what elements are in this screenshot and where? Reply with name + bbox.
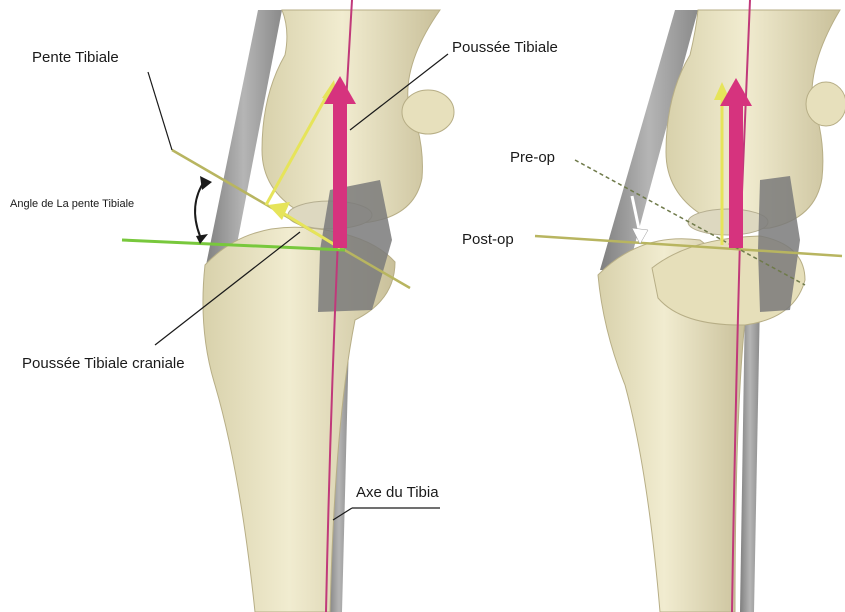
label-angle-pente: Angle de La pente Tibiale <box>10 198 134 210</box>
left-panel: Pente Tibiale Poussée Tibiale Angle de L… <box>10 0 558 612</box>
label-pre-op: Pre-op <box>510 149 555 166</box>
label-poussee-craniale: Poussée Tibiale craniale <box>22 355 185 372</box>
label-post-op: Post-op <box>462 231 514 248</box>
label-axe-tibia: Axe du Tibia <box>356 484 439 501</box>
meniscus-right <box>688 209 768 235</box>
leader-pente-tibiale <box>148 72 172 150</box>
tibial-thrust-arrow-shaft <box>333 100 347 248</box>
label-pente-tibiale: Pente Tibiale <box>32 49 119 66</box>
patella-right <box>806 82 845 126</box>
right-panel: Pre-op Post-op <box>462 0 845 612</box>
tibial-thrust-arrow-right-shaft <box>729 104 743 248</box>
patella-left <box>402 90 454 134</box>
slope-angle-arc-arrow-top <box>200 176 212 190</box>
label-poussee-tibiale: Poussée Tibiale <box>452 39 558 56</box>
